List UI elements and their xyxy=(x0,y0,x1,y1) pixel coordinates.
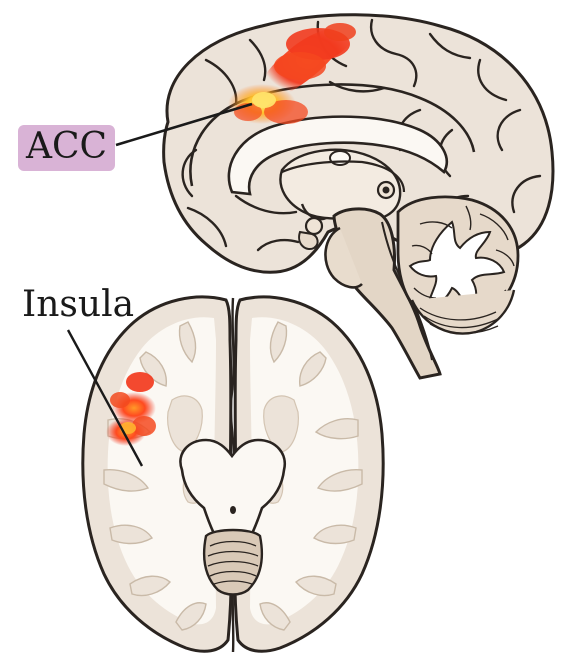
superior-colliculus xyxy=(383,187,390,194)
pituitary xyxy=(299,232,318,249)
mammillary-body xyxy=(306,218,322,234)
axial-vermis xyxy=(204,530,262,595)
insula-label: Insula xyxy=(22,287,134,323)
axial-brain xyxy=(68,297,383,652)
acc-label: ACC xyxy=(18,125,115,171)
cerebral-aqueduct xyxy=(230,506,236,514)
